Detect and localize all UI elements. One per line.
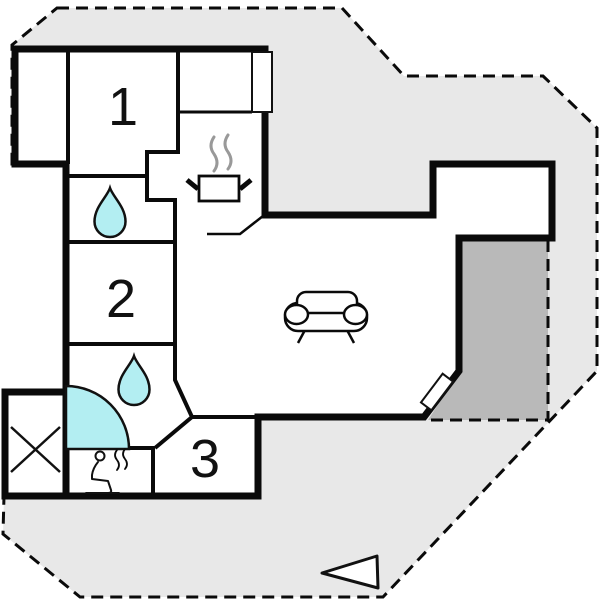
sauna-person-icon (85, 448, 128, 494)
sofa-icon (283, 290, 369, 344)
shower-icon (64, 384, 131, 451)
cooking-pot-icon (185, 133, 253, 203)
direction-triangle-icon (320, 554, 380, 590)
room-1-label: 1 (108, 77, 138, 137)
steam-icon (223, 133, 233, 171)
door-marker (419, 372, 455, 412)
steam-icon (209, 135, 219, 173)
water-drop-icon (93, 184, 127, 239)
room-3-label: 3 (190, 429, 220, 489)
wall-bath2-room3-diagonal (153, 415, 194, 450)
door-marker (251, 51, 273, 113)
crossed-square-icon (10, 426, 61, 473)
water-drop-icon (117, 352, 151, 407)
terrace-dashed-edge (430, 240, 550, 422)
kitchen-counter-line (207, 215, 264, 236)
room-2-label: 2 (106, 269, 136, 329)
wall-room1-hall-zigzag (145, 46, 194, 418)
